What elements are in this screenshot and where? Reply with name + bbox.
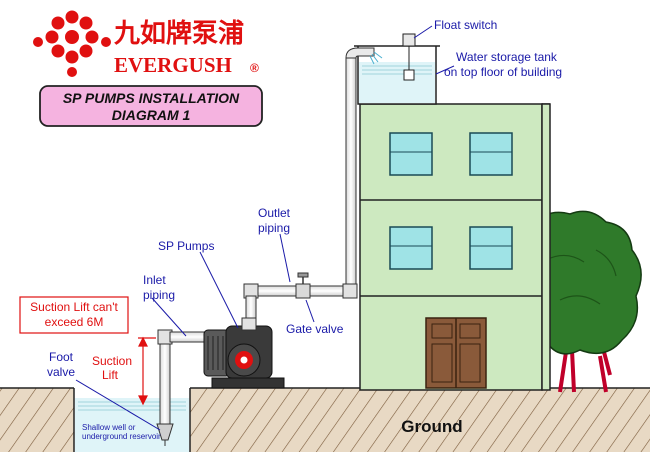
- inlet-label-line-2: piping: [143, 288, 176, 302]
- foot-valve-label-line-2: valve: [46, 365, 75, 379]
- inlet-label-line-1: Inlet: [143, 273, 166, 287]
- tank-label-line-1: Water storage tank: [456, 50, 557, 64]
- brand-english-name: EVERGUSH: [114, 53, 232, 77]
- title-line-2: DIAGRAM 1: [112, 107, 191, 123]
- well: [73, 386, 191, 452]
- gate-valve-label: Gate valve: [286, 322, 344, 336]
- float-switch-label: Float switch: [434, 18, 498, 32]
- brand-logo-icon: [33, 10, 111, 77]
- suction-lift-label-line-2: Lift: [102, 368, 119, 382]
- suction-lift-arrow: [138, 336, 156, 406]
- well-label-line-2: underground reservoir: [82, 432, 161, 441]
- tank-inlet-spray: [369, 51, 383, 65]
- suction-lift-label-line-1: Suction: [92, 354, 133, 368]
- brand-registered-mark: ®: [250, 61, 259, 75]
- gate-valve: [295, 272, 311, 299]
- ground-label: Ground: [401, 417, 462, 436]
- foot-valve-label-line-1: Foot: [48, 350, 73, 364]
- building-door: [425, 317, 487, 389]
- brand-chinese-name: 九如牌泵浦: [113, 18, 244, 49]
- title-line-1: SP PUMPS INSTALLATION: [63, 90, 240, 106]
- water-storage-tank: [354, 45, 440, 105]
- foot-valve: [156, 423, 174, 446]
- float-switch: [402, 33, 416, 81]
- leader-lines: [75, 25, 455, 431]
- title-box: SP PUMPS INSTALLATION DIAGRAM 1: [39, 85, 263, 127]
- sp-pumps-label: SP Pumps: [158, 239, 215, 253]
- outlet-label-line-1: Outlet: [258, 206, 291, 220]
- sp-pump: [203, 317, 285, 389]
- warning-line-1: Suction Lift can't: [30, 300, 118, 314]
- tank-label-line-2: on top floor of building: [444, 65, 563, 79]
- warning-box: [19, 296, 129, 334]
- building-windows: [389, 132, 513, 270]
- outlet-label-line-2: piping: [258, 221, 291, 235]
- building: [359, 103, 551, 391]
- warning-line-2: exceed 6M: [44, 315, 104, 329]
- well-label-line-1: Shallow well or: [82, 423, 136, 432]
